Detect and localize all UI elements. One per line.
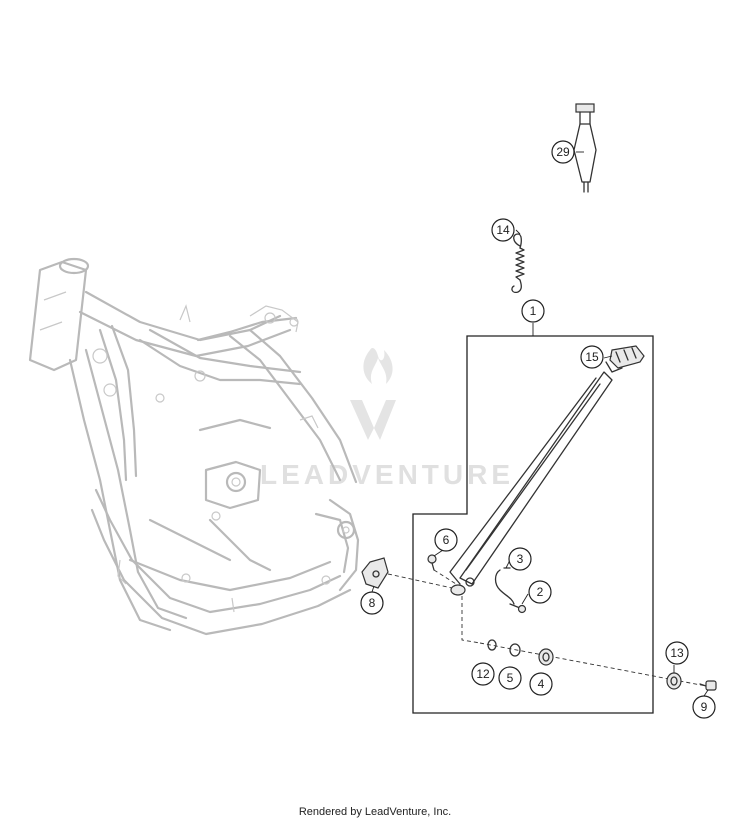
svg-text:5: 5 <box>507 671 514 685</box>
svg-text:6: 6 <box>443 533 450 547</box>
callout-12[interactable]: 12 <box>471 662 495 686</box>
callout-14[interactable]: 14 <box>491 218 515 242</box>
callout-2[interactable]: 2 <box>528 580 552 604</box>
svg-text:1: 1 <box>530 304 537 318</box>
footer-credit: Rendered by LeadVenture, Inc. <box>298 806 452 818</box>
callout-3[interactable]: 3 <box>508 547 532 571</box>
part-13-bushing <box>666 672 682 690</box>
part-29-hook <box>573 103 597 193</box>
callout-4[interactable]: 4 <box>529 672 553 696</box>
svg-text:9: 9 <box>701 700 708 714</box>
svg-text:12: 12 <box>476 667 490 681</box>
part-2-screw <box>509 603 527 614</box>
callout-1[interactable]: 1 <box>521 299 545 323</box>
part-4-bushing <box>538 648 554 666</box>
svg-text:15: 15 <box>585 350 599 364</box>
part-8-pivot <box>361 557 389 589</box>
kit-outline <box>412 335 654 714</box>
part-12-circlip <box>487 639 497 651</box>
callout-15[interactable]: 15 <box>580 345 604 369</box>
axis-line-bolt6 <box>433 569 457 585</box>
watermark: LEADVENTURE <box>260 348 514 490</box>
svg-text:3: 3 <box>517 552 524 566</box>
part-6-bolt <box>427 554 437 571</box>
svg-text:13: 13 <box>670 646 684 660</box>
part-5-washer <box>509 643 521 657</box>
svg-text:8: 8 <box>369 596 376 610</box>
callout-6[interactable]: 6 <box>434 528 458 552</box>
watermark-text: LEADVENTURE <box>260 459 514 490</box>
svg-text:2: 2 <box>537 585 544 599</box>
svg-text:14: 14 <box>496 223 510 237</box>
callout-8[interactable]: 8 <box>360 591 384 615</box>
callout-29[interactable]: 29 <box>551 140 575 164</box>
axis-line-upper <box>387 573 453 589</box>
svg-text:4: 4 <box>538 677 545 691</box>
part-9-bolt <box>699 680 717 691</box>
part-3-bracket <box>494 567 515 605</box>
svg-text:29: 29 <box>556 145 570 159</box>
part-14-spring <box>511 233 525 294</box>
frame-illustration <box>28 257 360 636</box>
part-1-side-stand <box>449 371 613 596</box>
axis-line-drop <box>461 596 481 644</box>
callout-5[interactable]: 5 <box>498 666 522 690</box>
callout-9[interactable]: 9 <box>692 695 716 719</box>
part-15-foot-pad <box>605 345 645 373</box>
callout-13[interactable]: 13 <box>665 641 689 665</box>
